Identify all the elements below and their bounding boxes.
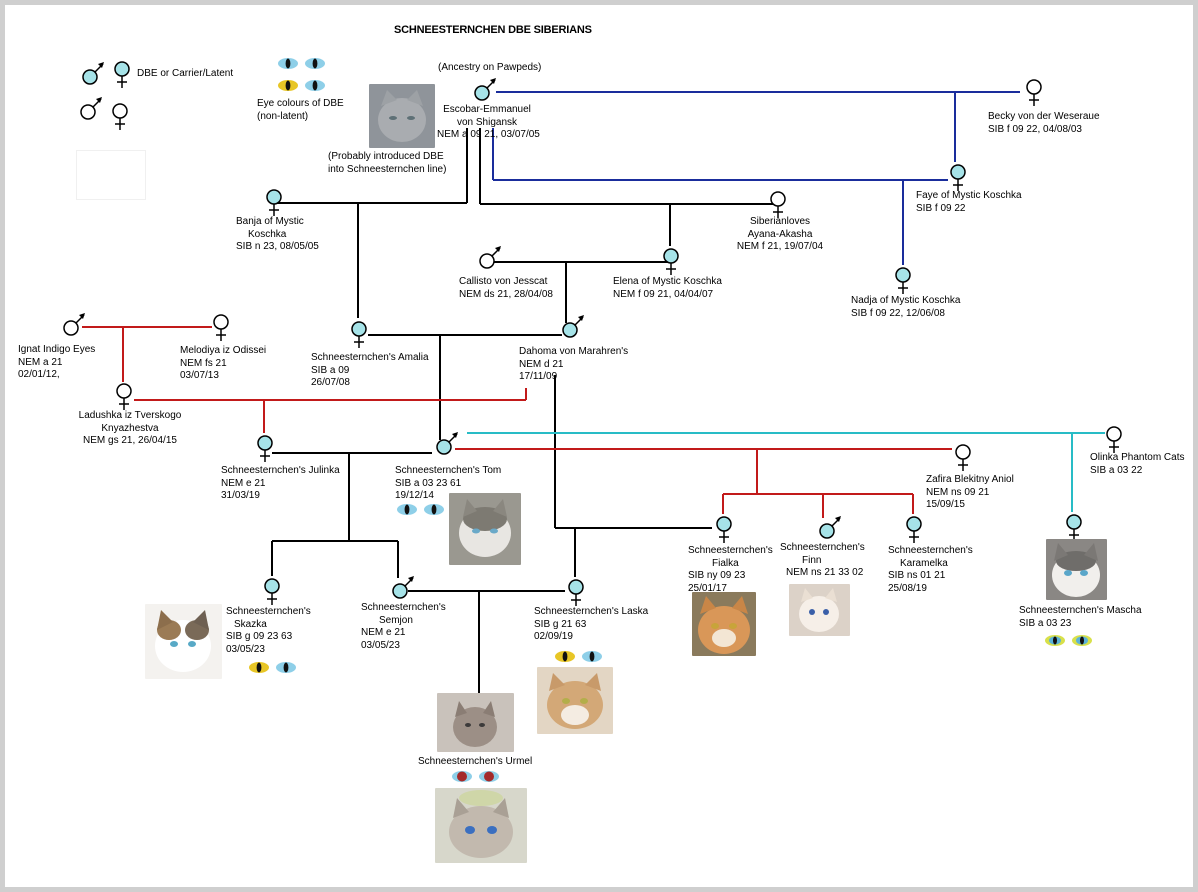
- eye-blue-icon: [305, 58, 325, 69]
- male-icon: [63, 313, 85, 336]
- eye-legend-label: Eye colours of DBE: [257, 98, 344, 109]
- eye-red-icon: [479, 771, 499, 782]
- photo-skazka: [145, 604, 222, 679]
- female-dbe-icon: [266, 189, 282, 216]
- legend-female-dbe-icon: [114, 61, 130, 88]
- male-dbe-icon: [474, 78, 496, 101]
- eye-blue-icon: [276, 662, 296, 673]
- eye-yellow-icon: [555, 651, 575, 662]
- legend-female-icon: [112, 103, 128, 130]
- male-dbe-icon: [392, 576, 414, 599]
- female-icon: [1106, 426, 1122, 453]
- ancestry-note: (Ancestry on Pawpeds): [438, 62, 542, 73]
- eye-blue-icon: [424, 504, 444, 515]
- male-dbe-icon: [819, 516, 841, 539]
- eye-blue-icon: [305, 80, 325, 91]
- photo-fialka: [692, 592, 756, 656]
- eye-yellow-icon: [249, 662, 269, 673]
- eye-blue-icon: [582, 651, 602, 662]
- eye-yellow-icon: [278, 80, 298, 91]
- male-dbe-icon: [562, 315, 584, 338]
- female-dbe-icon: [895, 267, 911, 294]
- female-icon: [955, 444, 971, 471]
- probably-note: (Probably introduced DBE: [328, 151, 444, 162]
- legend-dbe-label: DBE or Carrier/Latent: [137, 68, 234, 79]
- urmel-label: Schneesternchen's Urmel: [418, 756, 533, 767]
- eye-blue-icon: [278, 58, 298, 69]
- page-title: SCHNEESTERNCHEN DBE SIBERIANS: [394, 24, 592, 36]
- photo-finn: [789, 584, 850, 636]
- female-icon: [770, 191, 786, 218]
- eye-odd-icon: [1045, 635, 1065, 646]
- probably-note-2: into Schneesternchen line): [328, 164, 447, 175]
- female-dbe-icon: [351, 321, 367, 348]
- eye-odd-icon: [1072, 635, 1092, 646]
- photo-urmel-kitten: [437, 693, 514, 752]
- photo-escobar: [369, 84, 435, 148]
- male-dbe-icon: [436, 432, 458, 455]
- female-dbe-icon: [264, 578, 280, 605]
- photo-laska: [537, 667, 613, 734]
- male-icon: [479, 246, 501, 269]
- female-dbe-icon: [663, 248, 679, 275]
- photo-urmel: [435, 788, 527, 863]
- escobar-info: NEM a 09 21, 03/07/05: [437, 129, 540, 140]
- eye-legend-label-2: (non-latent): [257, 111, 309, 122]
- female-dbe-icon: [906, 516, 922, 543]
- legend-male-dbe-icon: [82, 62, 104, 85]
- female-dbe-icon: [1066, 514, 1082, 541]
- female-dbe-icon: [950, 164, 966, 191]
- female-dbe-icon: [257, 435, 273, 462]
- eye-red-icon: [452, 771, 472, 782]
- legend-male-icon: [80, 97, 102, 120]
- legend-blank-box: [76, 150, 146, 200]
- female-dbe-icon: [716, 516, 732, 543]
- photo-mascha: [1046, 539, 1107, 600]
- photo-tom: [449, 493, 521, 565]
- female-dbe-icon: [568, 579, 584, 606]
- eye-blue-icon: [397, 504, 417, 515]
- female-icon: [1026, 79, 1042, 106]
- female-icon: [213, 314, 229, 341]
- female-icon: [116, 383, 132, 410]
